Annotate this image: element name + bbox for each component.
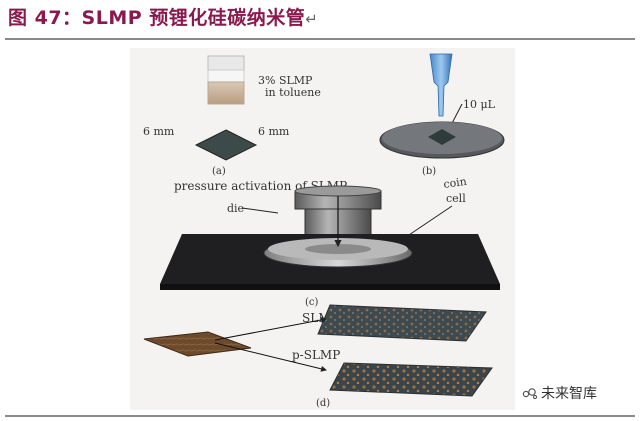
coin-disk-icon [379,121,505,159]
figure-title: 图 47：SLMP 预锂化硅碳纳米管↵ [8,3,318,35]
watermark: 未来智库 [522,383,597,403]
arrow-to-pslmp [214,342,327,372]
die-leader-line [241,207,279,214]
arrow-to-slmp [214,316,327,341]
vial-label-line1: 3% SLMP [258,74,313,87]
volume-label: 10 μL [463,98,496,111]
press-base-edge [160,284,500,290]
caption-a: (a) [212,166,226,177]
die-label: die [227,202,244,215]
diagram-canvas: 3% SLMP in toluene 6 mm 6 mm (a) 10 μL (… [143,53,505,409]
wechat-icon [522,388,538,400]
vial-icon [207,55,245,105]
base-electrode-icon [143,331,252,357]
slmp-electrode-icon [317,304,487,342]
top-divider [5,38,635,40]
bottom-divider [5,415,635,417]
watermark-text: 未来智库 [541,386,597,402]
cell-label: cell [446,192,466,205]
pslmp-electrode-icon [329,362,493,397]
electrode-square-icon [194,129,258,161]
dimension-right: 6 mm [258,125,290,138]
vial-label-line2: in toluene [265,86,321,99]
caption-d: (d) [316,398,330,409]
caption-b: (b) [422,166,436,177]
return-mark: ↵ [305,10,319,28]
figure-title-text: 图 47：SLMP 预锂化硅碳纳米管 [8,7,306,29]
slmp-diagram: 3% SLMP in toluene 6 mm 6 mm (a) 10 μL (… [130,48,515,410]
pslmp-label: p-SLMP [292,348,340,362]
coin-label: coin [443,175,468,191]
caption-c: (c) [305,297,319,308]
dimension-left: 6 mm [143,125,175,138]
coin-cell-ring-icon [263,238,413,268]
pipette-icon [429,53,453,117]
